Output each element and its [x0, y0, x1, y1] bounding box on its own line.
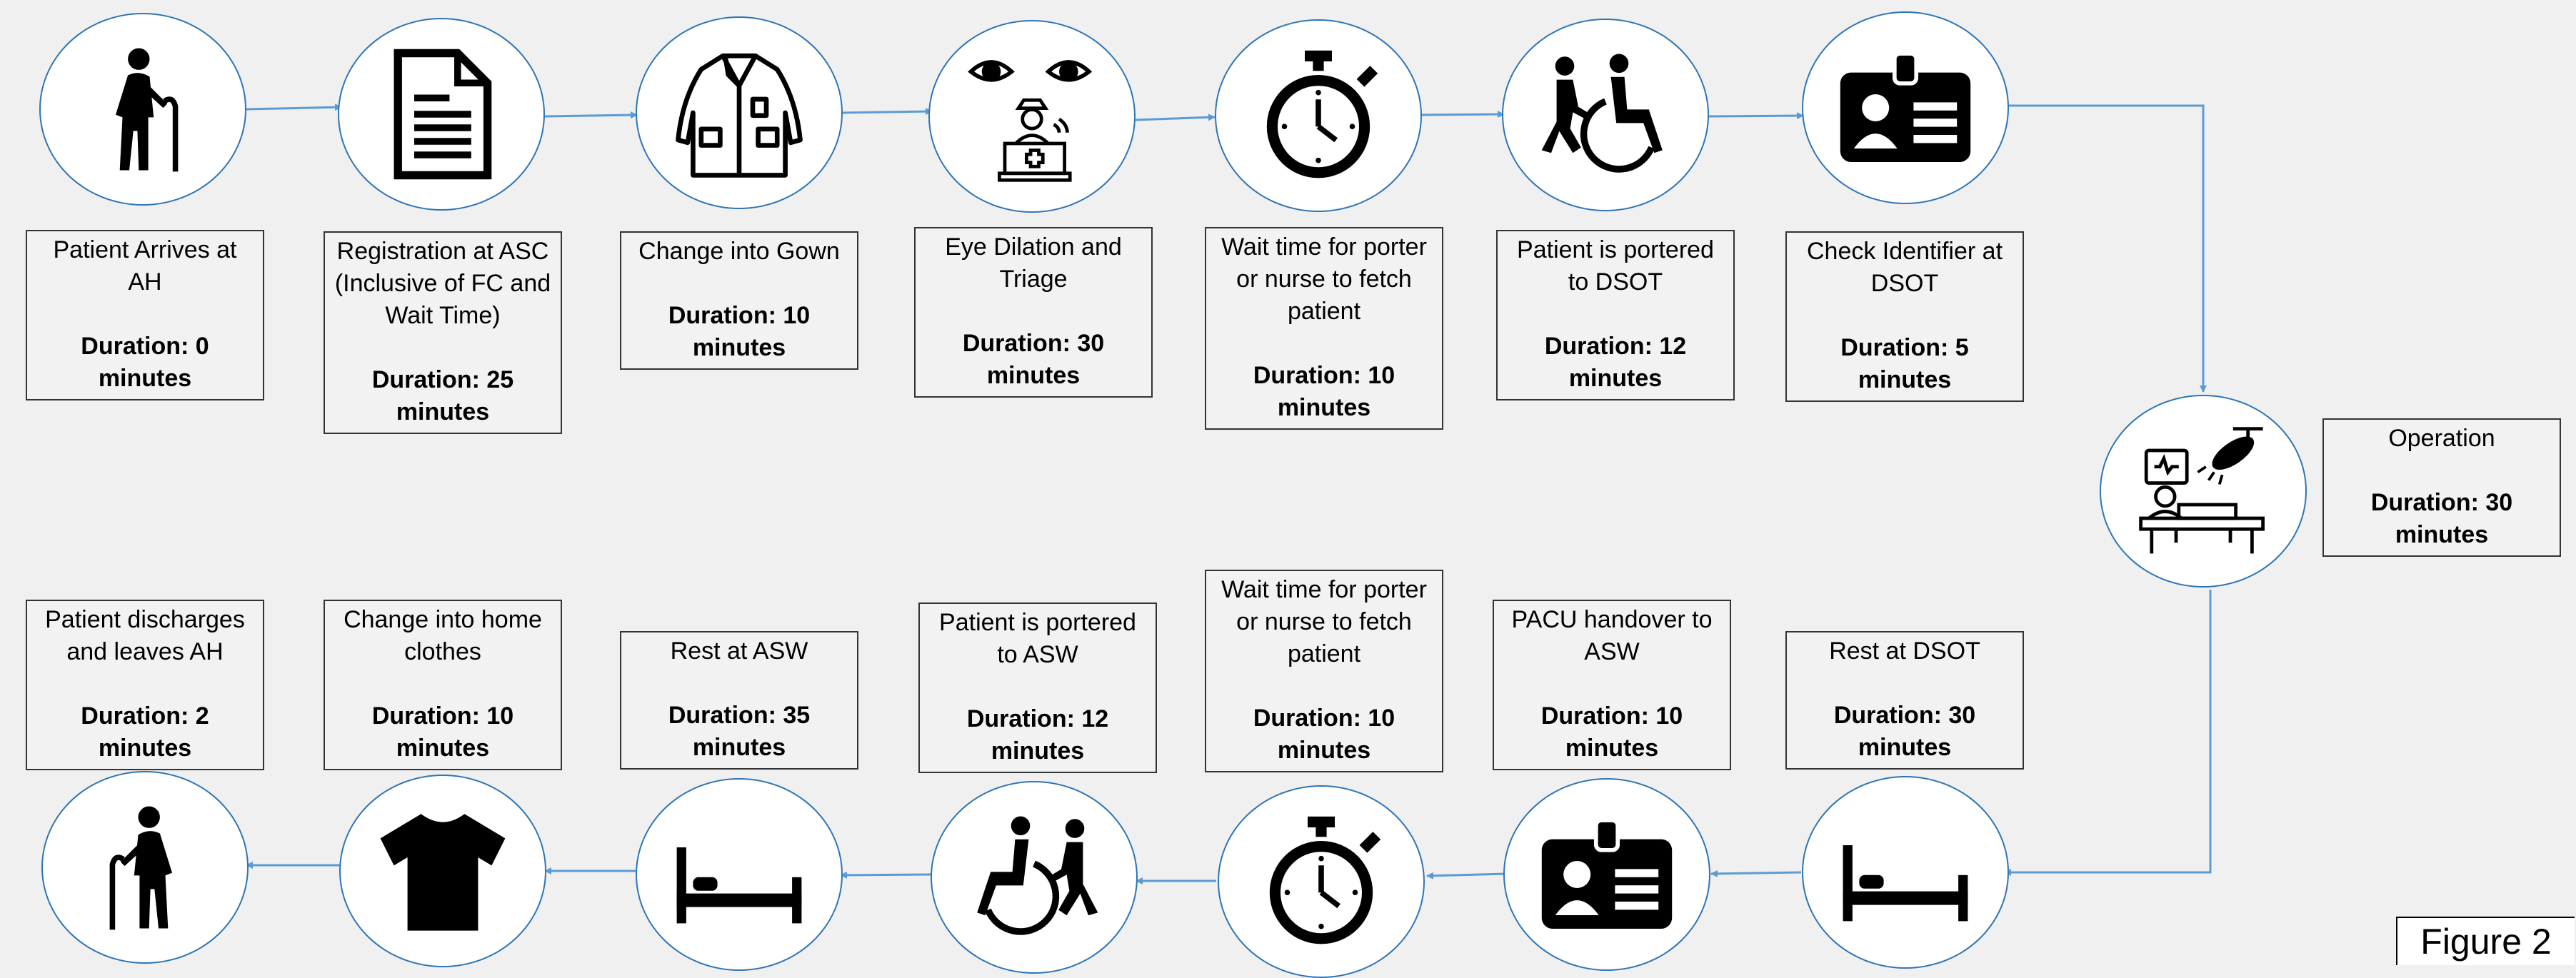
step-13-box: Rest at ASW Duration: 35 minutes [620, 631, 858, 770]
step-10-icon-circle [1503, 778, 1710, 971]
step-6-duration: Duration: 12 minutes [1544, 333, 1687, 392]
arrow-2-3 [544, 111, 638, 119]
step-4-duration: Duration: 30 minutes [962, 330, 1105, 389]
step-8-duration: Duration: 30 minutes [2370, 489, 2513, 548]
arrow-1-2 [246, 104, 342, 111]
step-11-duration: Duration: 10 minutes [1253, 705, 1395, 764]
step-10-duration: Duration: 10 minutes [1540, 702, 1683, 762]
step-14-duration: Duration: 10 minutes [371, 702, 514, 762]
step-9-duration: Duration: 30 minutes [1833, 702, 1976, 761]
step-7-title: Check Identifier at DSOT [1806, 238, 2003, 297]
porter-wheelchair-icon [1541, 54, 1663, 173]
step-3-icon-circle [636, 16, 843, 209]
figure-label: Figure 2 [2396, 917, 2575, 965]
stopwatch-icon [1266, 50, 1378, 178]
step-12-box: Patient is portered to ASW Duration: 12 … [918, 603, 1157, 773]
step-11-box: Wait time for porter or nurse to fetch p… [1205, 570, 1443, 772]
step-8-title: Operation [2388, 425, 2495, 452]
step-7-box: Check Identifier at DSOT Duration: 5 min… [1785, 231, 2024, 402]
step-8-icon-circle [2100, 395, 2307, 588]
step-15-duration: Duration: 2 minutes [81, 702, 209, 762]
step-9-icon-circle [1802, 776, 2009, 969]
step-12-icon-circle [931, 781, 1138, 974]
id-badge-icon [1840, 51, 1971, 162]
step-5-title: Wait time for porter or nurse to fetch p… [1221, 233, 1427, 325]
step-12-title: Patient is portered to ASW [939, 609, 1136, 668]
step-7-duration: Duration: 5 minutes [1840, 334, 1969, 393]
bed-icon [676, 847, 802, 924]
step-4-title: Eye Dilation and Triage [945, 233, 1122, 293]
tshirt-icon [380, 814, 506, 931]
step-5-duration: Duration: 10 minutes [1253, 362, 1395, 421]
step-3-box: Change into Gown Duration: 10 minutes [620, 231, 858, 370]
step-15-icon-circle [41, 771, 249, 964]
step-10-title: PACU handover to ASW [1511, 606, 1713, 665]
elderly-person-cane-icon [116, 48, 179, 172]
step-9-box: Rest at DSOT Duration: 30 minutes [1785, 631, 2024, 770]
step-12-duration: Duration: 12 minutes [966, 705, 1109, 765]
step-14-box: Change into home clothes Duration: 10 mi… [324, 600, 562, 770]
step-11-icon-circle [1218, 785, 1425, 978]
step-14-icon-circle [339, 775, 546, 967]
step-5-box: Wait time for porter or nurse to fetch p… [1205, 227, 1443, 430]
arrow-9-10 [1710, 869, 1802, 877]
wheelchair-porter-icon [977, 816, 1098, 935]
arrow-8-9 [2004, 590, 2212, 876]
step-8-box: Operation Duration: 30 minutes [2322, 418, 2561, 557]
bed-icon [1843, 845, 1968, 922]
arrow-12-13 [840, 871, 933, 879]
operating-theatre-icon [2139, 427, 2265, 554]
step-2-duration: Duration: 25 minutes [371, 366, 514, 425]
eyes-nurse-desk-icon [968, 60, 1093, 182]
step-1-title: Patient Arrives at AH [53, 236, 237, 296]
step-3-duration: Duration: 10 minutes [668, 302, 811, 361]
step-15-title: Patient discharges and leaves AH [45, 606, 245, 665]
step-6-title: Patient is portered to DSOT [1517, 236, 1714, 296]
step-10-box: PACU handover to ASW Duration: 10 minute… [1493, 600, 1731, 770]
step-13-icon-circle [636, 778, 843, 971]
step-13-duration: Duration: 35 minutes [668, 702, 811, 761]
step-14-title: Change into home clothes [344, 606, 542, 665]
gown-icon [676, 53, 803, 178]
document-icon [394, 49, 492, 180]
arrow-7-8 [2007, 104, 2207, 393]
arrow-5-6 [1419, 111, 1505, 119]
step-6-box: Patient is portered to DSOT Duration: 12… [1496, 230, 1735, 400]
id-badge-icon [1541, 818, 1673, 929]
arrow-3-4 [840, 108, 933, 116]
elderly-person-cane-icon [109, 806, 172, 930]
arrow-10-11 [1426, 872, 1507, 879]
step-13-title: Rest at ASW [670, 637, 808, 665]
step-1-duration: Duration: 0 minutes [81, 333, 209, 392]
step-1-box: Patient Arrives at AH Duration: 0 minute… [26, 230, 264, 400]
step-6-icon-circle [1502, 19, 1709, 211]
step-5-icon-circle [1215, 19, 1422, 212]
step-15-box: Patient discharges and leaves AH Duratio… [26, 600, 264, 770]
step-2-box: Registration at ASC (Inclusive of FC and… [324, 231, 562, 434]
step-3-title: Change into Gown [638, 238, 840, 265]
step-4-box: Eye Dilation and Triage Duration: 30 min… [914, 227, 1153, 398]
step-1-icon-circle [39, 13, 246, 206]
step-2-icon-circle [338, 18, 545, 211]
arrow-4-5 [1135, 114, 1216, 121]
stopwatch-icon [1269, 816, 1381, 944]
step-4-icon-circle [928, 20, 1136, 213]
step-9-title: Rest at DSOT [1829, 637, 1980, 665]
step-7-icon-circle [1802, 11, 2009, 204]
step-11-title: Wait time for porter or nurse to fetch p… [1221, 576, 1427, 667]
step-2-title: Registration at ASC (Inclusive of FC and… [334, 238, 551, 329]
